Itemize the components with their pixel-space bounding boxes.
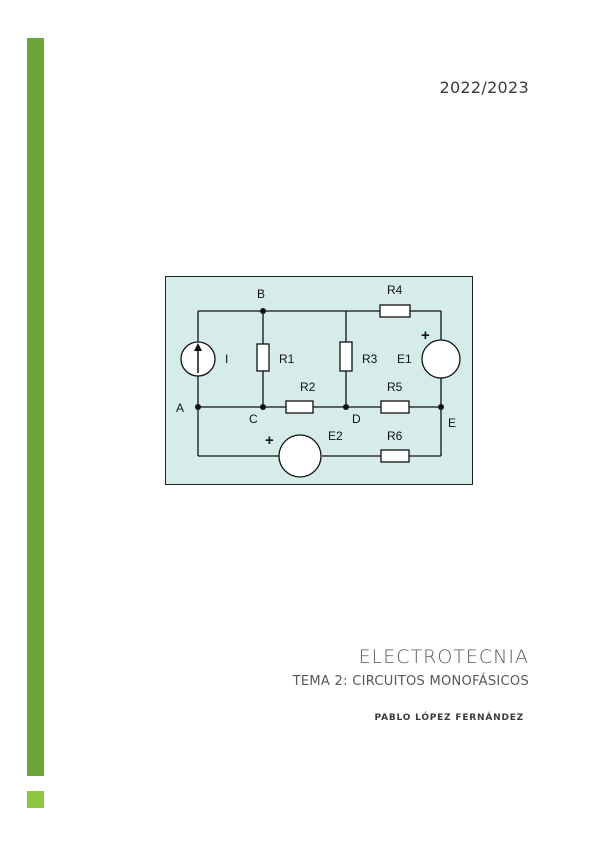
- resistor-r2: [285, 400, 314, 414]
- node-d-label: D: [352, 412, 361, 426]
- academic-year: 2022/2023: [439, 78, 529, 97]
- node-e-label: E: [448, 416, 456, 430]
- accent-square: [27, 791, 44, 808]
- e1-plus-sign: +: [421, 327, 430, 344]
- r2-label: R2: [300, 380, 316, 394]
- e1-label: E1: [397, 352, 412, 366]
- node-a-label: A: [176, 401, 184, 415]
- r4-label: R4: [387, 283, 403, 297]
- r1-label: R1: [279, 352, 295, 366]
- r6-label: R6: [387, 429, 403, 443]
- wires: [197, 310, 442, 457]
- voltage-source-e2-icon: [278, 434, 322, 478]
- node-c-label: C: [249, 412, 258, 426]
- r5-label: R5: [387, 380, 403, 394]
- circuit-svg: B A C D E I R1 R3 R4 R2 R5 R6 E1 E2 + +: [166, 277, 472, 484]
- voltage-source-e1-icon: [421, 339, 461, 379]
- resistor-r1: [256, 343, 270, 372]
- document-author: PABLO LÓPEZ FERNÁNDEZ: [374, 713, 524, 723]
- resistor-r3: [339, 341, 353, 372]
- arrow-up-icon: [194, 343, 202, 351]
- r3-label: R3: [362, 352, 378, 366]
- accent-bar: [27, 38, 44, 776]
- e2-plus-sign: +: [265, 432, 274, 449]
- circuit-diagram: B A C D E I R1 R3 R4 R2 R5 R6 E1 E2 + +: [165, 276, 473, 485]
- e2-label: E2: [328, 429, 343, 443]
- resistor-r4: [379, 304, 411, 318]
- resistor-r6: [380, 449, 410, 463]
- junction-dots: [195, 308, 444, 410]
- current-source-label: I: [225, 352, 228, 366]
- document-subtitle: TEMA 2: CIRCUITOS MONOFÁSICOS: [292, 674, 529, 689]
- document-title: ELECTROTECNIA: [358, 646, 529, 668]
- resistor-r5: [380, 400, 410, 414]
- node-b-label: B: [257, 287, 265, 301]
